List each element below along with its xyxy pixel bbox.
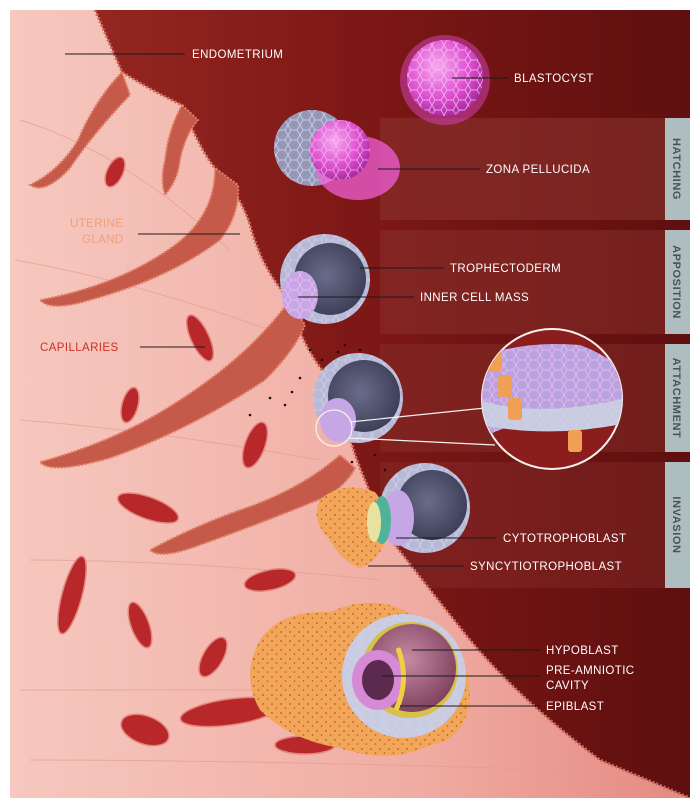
label-capillaries: CAPILLARIES [40, 342, 119, 354]
label-epiblast: EPIBLAST [546, 701, 604, 713]
label-uterine-gland-2: GLAND [82, 234, 124, 246]
label-blastocyst: BLASTOCYST [514, 73, 594, 85]
label-pre-amniotic-1: PRE-AMNIOTIC [546, 665, 635, 677]
label-endometrium: ENDOMETRIUM [192, 49, 283, 61]
label-inner-cell-mass: INNER CELL MASS [420, 292, 529, 304]
label-pre-amniotic-2: CAVITY [546, 680, 589, 692]
label-trophectoderm: TROPHECTODERM [450, 263, 561, 275]
stage-label-hatching: HATCHING [670, 138, 682, 200]
blastocyst-top [400, 35, 490, 125]
label-cytotrophoblast: CYTOTROPHOBLAST [503, 533, 626, 545]
apposition-blastocyst [280, 234, 370, 324]
label-uterine-gland-1: UTERINE [70, 218, 123, 230]
label-hypoblast: HYPOBLAST [546, 645, 619, 657]
stage-label-apposition: APPOSITION [670, 245, 682, 319]
label-syncytiotrophoblast: SYNCYTIOTROPHOBLAST [470, 561, 622, 573]
stage-label-attachment: ATTACHMENT [670, 358, 682, 439]
stage-label-invasion: INVASION [670, 496, 682, 553]
label-zona-pellucida: ZONA PELLUCIDA [486, 164, 590, 176]
